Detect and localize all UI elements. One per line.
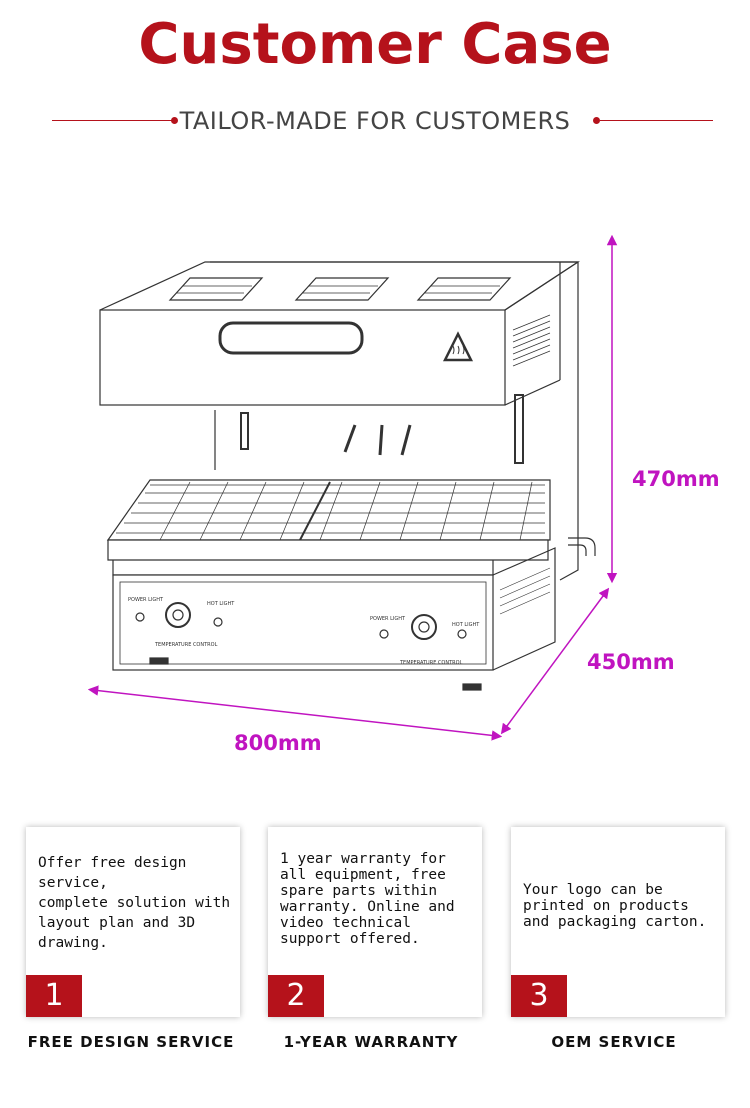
feature-label-warranty: 1-YEAR WARRANTY	[283, 1033, 459, 1051]
subtitle-row: TAILOR-MADE FOR CUSTOMERS	[0, 105, 750, 137]
power-light-label-left: POWER LIGHT	[128, 597, 164, 603]
power-light-label-right: POWER LIGHT	[370, 616, 406, 622]
feature-card-design: Offer free design service, complete solu…	[26, 827, 240, 1017]
temperature-control-label-right: TEMPERATURE CONTROL	[399, 660, 463, 666]
feature-text: Your logo can be printed on products and…	[523, 882, 707, 930]
feature-label-oem: OEM SERVICE	[551, 1033, 677, 1051]
divider-dot-left	[171, 117, 178, 124]
depth-arrow	[500, 587, 610, 735]
depth-dimension: 450mm	[587, 650, 675, 674]
page-subtitle: TAILOR-MADE FOR CUSTOMERS	[179, 107, 571, 135]
feature-number: 3	[511, 975, 567, 1017]
page-title: Customer Case	[138, 12, 612, 77]
divider-left	[52, 120, 172, 121]
temperature-control-label-left: TEMPERATURE CONTROL	[154, 642, 218, 648]
feature-text: 1 year warranty for all equipment, free …	[280, 851, 455, 947]
hot-light-label-right: HOT LIGHT	[452, 622, 480, 628]
feature-number: 2	[268, 975, 324, 1017]
feature-card-warranty: 1 year warranty for all equipment, free …	[268, 827, 482, 1017]
feature-text: Offer free design service, complete solu…	[38, 855, 231, 951]
height-dimension: 470mm	[632, 467, 720, 491]
divider-dot-right	[593, 117, 600, 124]
feature-number: 1	[26, 975, 82, 1017]
salamander-line-drawing	[99, 261, 596, 691]
product-drawing: POWER LIGHT HOT LIGHT TEMPERATURE CONTRO…	[87, 234, 720, 755]
divider-right	[600, 120, 713, 121]
panel-labels: POWER LIGHT HOT LIGHT TEMPERATURE CONTRO…	[128, 597, 480, 666]
hot-light-label-left: HOT LIGHT	[207, 601, 235, 607]
feature-card-oem: Your logo can be printed on products and…	[511, 827, 725, 1017]
width-dimension: 800mm	[234, 731, 322, 755]
feature-label-design: FREE DESIGN SERVICE	[27, 1033, 235, 1051]
width-arrow	[87, 685, 503, 741]
